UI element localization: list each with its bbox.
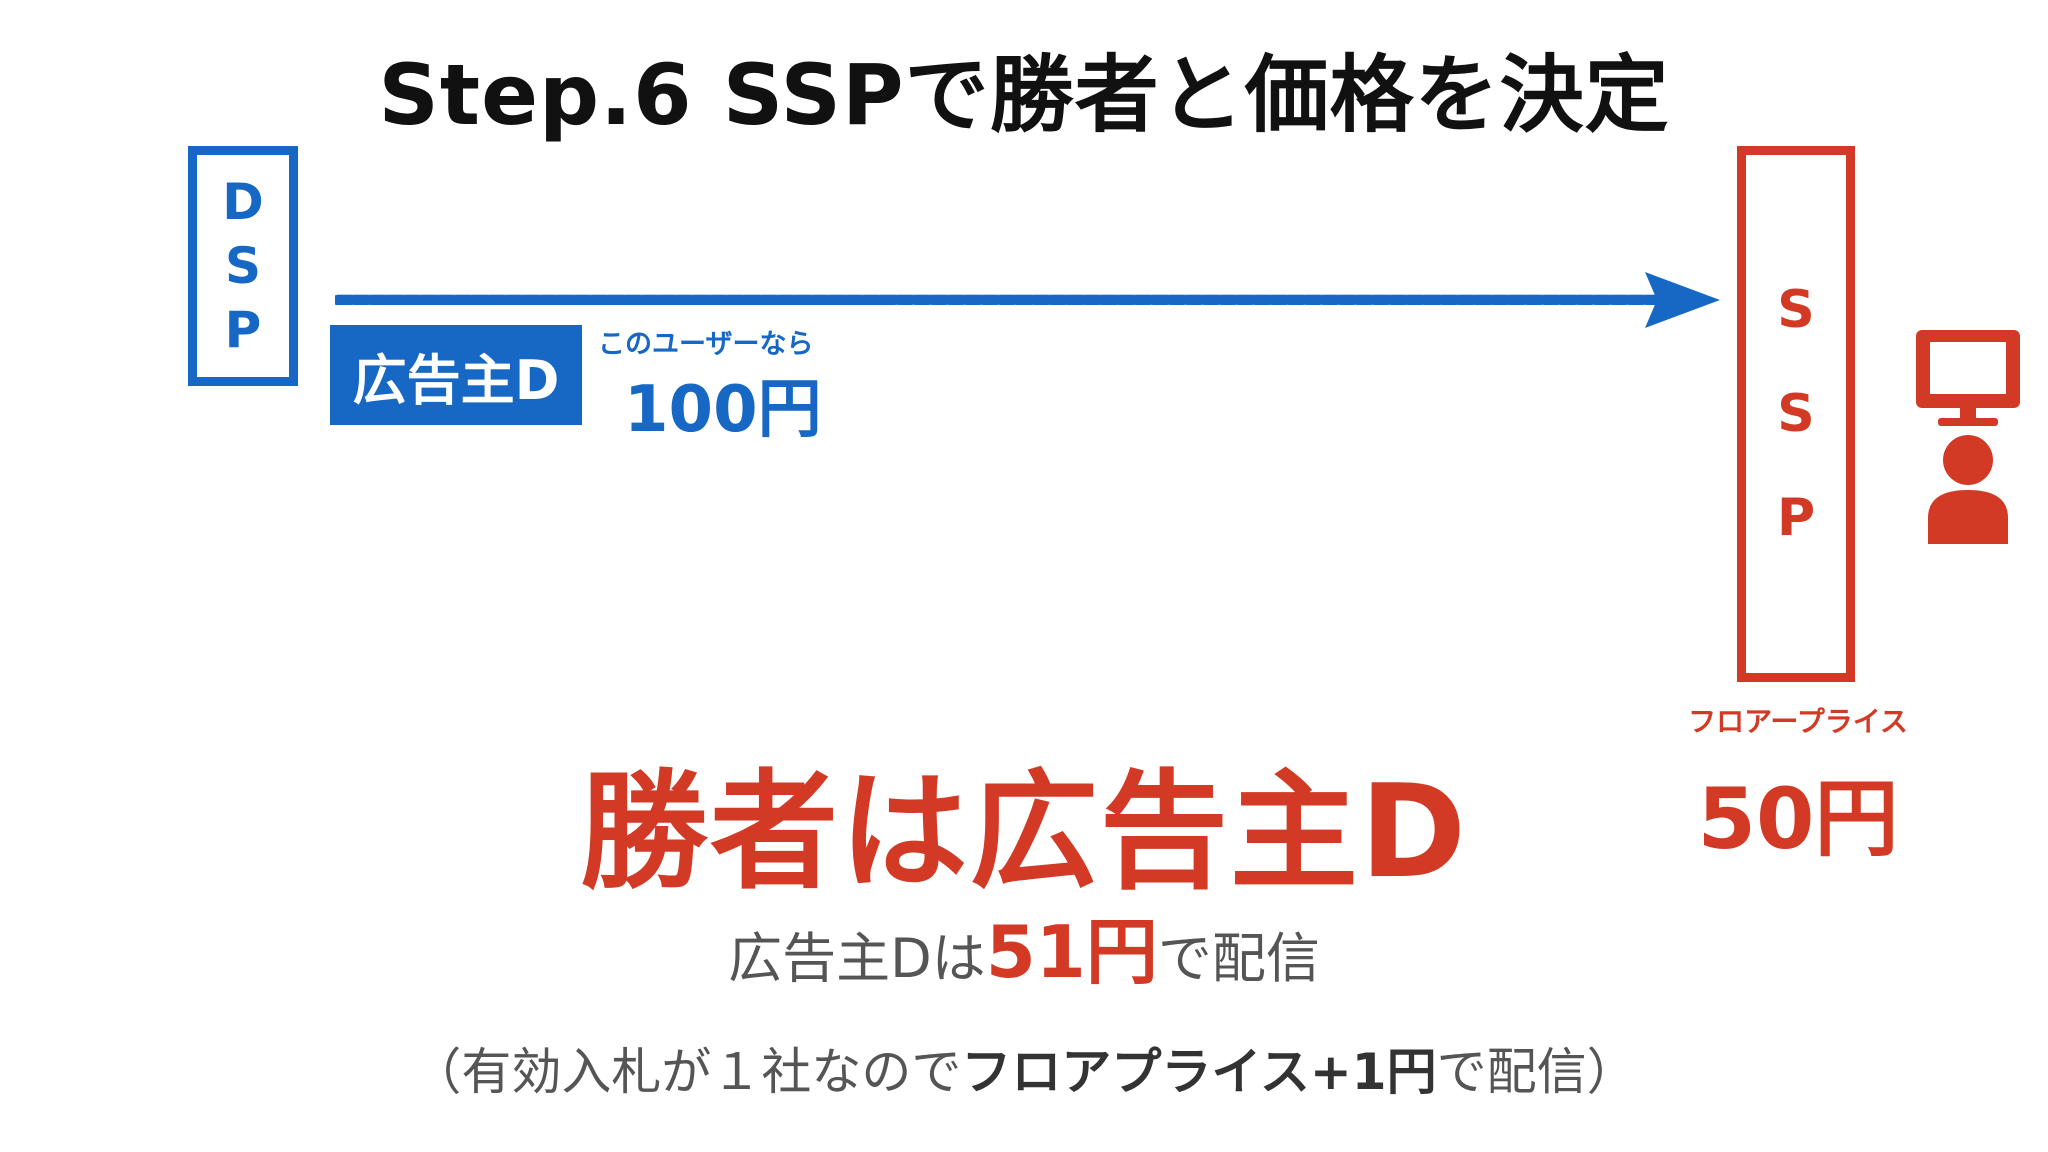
- bid-caption: このユーザーなら: [598, 329, 814, 360]
- note-prefix: （有効入札が１社なので: [411, 1043, 962, 1101]
- slide-title: Step.6 SSPで勝者と価格を決定: [378, 46, 1670, 144]
- note-suffix: で配信）: [1436, 1043, 1637, 1101]
- winner-heading: 勝者は広告主D: [579, 758, 1469, 907]
- delivery-detail: 広告主Dは51円で配信: [0, 912, 2048, 999]
- detail-suffix: で配信: [1157, 927, 1320, 990]
- ssp-box: S S P: [1737, 146, 1855, 682]
- ssp-letter: S: [1777, 384, 1815, 444]
- delivery-note: （有効入札が１社なのでフロアプライス+1円で配信）: [0, 1032, 2048, 1104]
- dsp-letter: D: [222, 173, 264, 231]
- detail-prefix: 広告主Dは: [728, 927, 986, 990]
- ssp-letter: P: [1776, 488, 1816, 548]
- bid-amount: 100円: [624, 373, 822, 447]
- floor-price-caption: フロアープライス: [1688, 705, 1908, 738]
- user-at-computer-icon: [1916, 330, 2020, 544]
- dsp-letter: P: [224, 301, 262, 359]
- floor-price-amount: 50円: [1697, 770, 1899, 868]
- ssp-letter: S: [1777, 280, 1815, 340]
- dsp-letter: S: [224, 237, 261, 295]
- note-emphasis: フロアプライス+1円: [961, 1043, 1437, 1101]
- advertiser-tag: 広告主D: [330, 325, 582, 425]
- dsp-box: D S P: [188, 146, 298, 386]
- detail-price: 51円: [985, 910, 1158, 994]
- right-arrow-icon: [335, 272, 1720, 328]
